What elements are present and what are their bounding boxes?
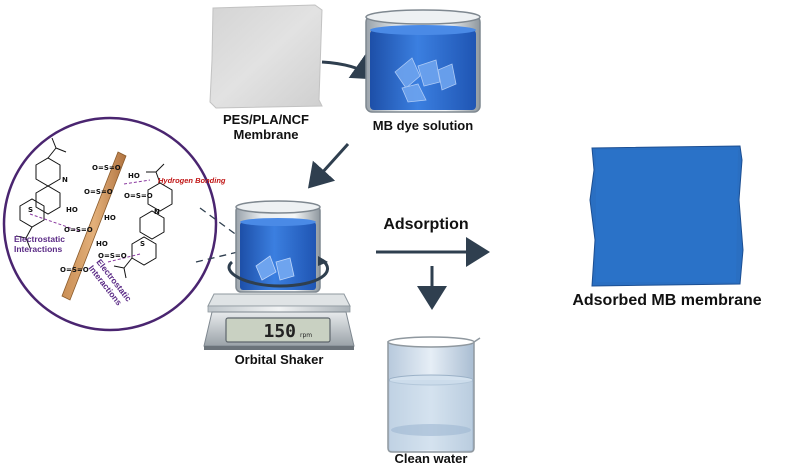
inset-sulfonyl-3: O=S=O [64,226,93,234]
membrane-label-line1: PES/PLA/NCF [223,112,309,127]
hydrogen-bonding-label: Hydrogen Bonding [158,176,226,185]
arrow-dye-to-shaker [307,142,350,189]
dye-beaker [365,9,481,113]
inset-sulfur-1: S [28,206,33,214]
inset-hydroxyl-2: HO [128,172,140,180]
electrostatic-label-1b: Interactions [14,244,62,254]
inset-hydroxyl-4: HO [96,240,108,248]
inset-sulfonyl-6: O=S=O [60,266,89,274]
inset-sulfur-2: S [140,240,145,248]
electrostatic-label-1a: Electrostatic [14,234,65,244]
inset-sulfonyl-1: O=S=O [92,164,121,172]
clean-water-beaker [387,336,481,453]
adsorbed-membrane-label: Adsorbed MB membrane [572,292,762,309]
inset-sulfonyl-5: O=S=O [98,252,127,260]
interaction-inset: N S O=S=O O=S=O HO O=S=O HO O=S=O HO HO … [2,116,226,332]
orbit-rotation-icon [227,258,329,288]
adsorption-label: Adsorption [383,216,469,233]
arrow-membrane-to-dye [321,53,377,80]
inset-hydroxyl-1: HO [66,206,78,214]
membrane-pieces-in-dye [394,57,457,103]
membrane-label-line2: Membrane [233,127,299,142]
inset-sulfonyl-4: O=S=O [124,192,153,200]
shaker-speed-readout: 150 [263,321,296,342]
clean-water-label: Clean water [394,451,468,466]
membrane-label: PES/PLA/NCF Membrane [210,112,322,142]
inset-nitrogen-2: N [154,208,160,216]
inset-sulfonyl-2: O=S=O [84,188,113,196]
pes-pla-ncf-membrane [209,4,323,109]
inset-nitrogen-1: N [62,176,68,184]
adsorbed-mb-membrane [589,145,744,287]
orbital-shaker-label: Orbital Shaker [234,352,324,367]
zoom-lines [195,207,239,263]
orbital-shaker: 150 rpm [203,200,355,350]
shaker-speed-unit: rpm [300,332,312,339]
dye-solution-label: MB dye solution [372,118,474,133]
inset-hydroxyl-3: HO [104,214,116,222]
